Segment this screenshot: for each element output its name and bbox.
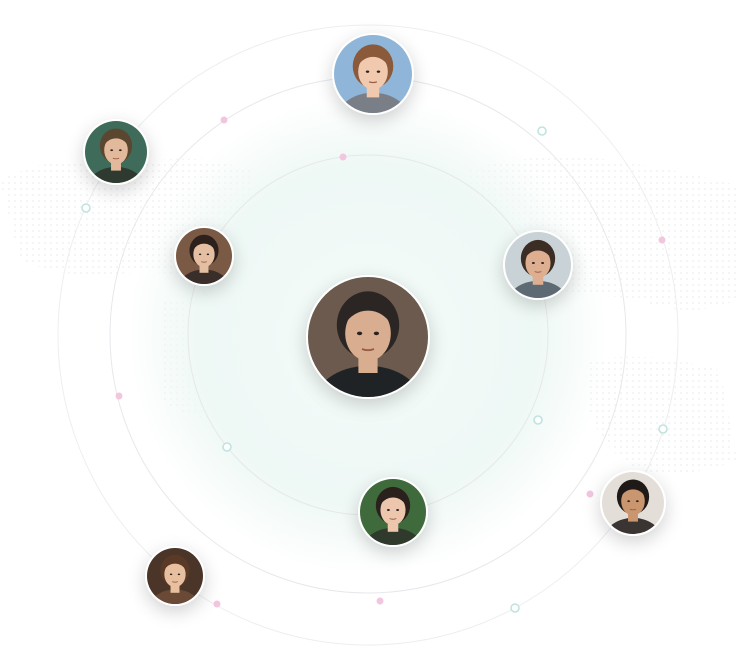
orbit-ring-outer	[57, 24, 679, 646]
avatar-left[interactable]	[174, 226, 234, 286]
portrait-image	[176, 228, 232, 284]
portrait-image	[308, 277, 428, 397]
portrait-image	[505, 232, 571, 298]
portrait-image	[85, 121, 147, 183]
avatar-top-left[interactable]	[83, 119, 149, 185]
portrait-image	[360, 479, 426, 545]
avatar-right[interactable]	[503, 230, 573, 300]
portrait-image	[147, 548, 203, 604]
portrait-image	[334, 35, 412, 113]
orbit-dots	[81, 116, 668, 613]
avatar-top[interactable]	[332, 33, 414, 115]
avatar-bottom-left[interactable]	[145, 546, 205, 606]
avatar-bottom-right[interactable]	[600, 470, 666, 536]
avatar-bottom-center[interactable]	[358, 477, 428, 547]
avatar-center[interactable]	[306, 275, 430, 399]
portrait-image	[602, 472, 664, 534]
